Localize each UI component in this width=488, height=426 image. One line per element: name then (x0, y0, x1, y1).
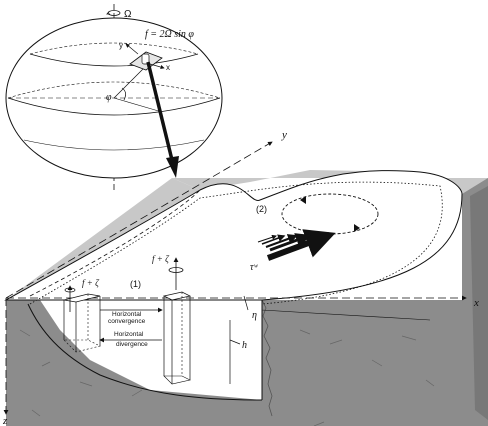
f-zeta-center-label: f + ζ (152, 254, 170, 264)
rotation-center-icon (168, 267, 184, 273)
omega-label: Ω (124, 9, 132, 20)
y-axis-label: y (281, 129, 287, 141)
y-axis (5, 141, 273, 299)
f-zeta-left-label: f + ζ (82, 278, 100, 288)
flow-annotations: Horizontal convergence Horizontal diverg… (99, 307, 163, 348)
globe: Ω φ y x f = 2Ω sin φ (5, 4, 223, 190)
region-2-label: (2) (256, 204, 267, 214)
rotation-left-icon (64, 287, 76, 293)
globe-y-label: y (119, 41, 123, 50)
vortex-column-left: f + ζ (1) (63, 278, 141, 353)
h-label: h (242, 340, 247, 351)
convergence-label-2: convergence (108, 318, 146, 325)
ocean-basin (4, 170, 488, 426)
depth-markers: η h (229, 295, 257, 384)
x-axis-label: x (473, 297, 479, 309)
wind-stress-arrows: τʷ (250, 229, 336, 273)
latitude-label: φ (106, 92, 112, 103)
vertical-vector (146, 61, 174, 161)
convergence-label-1: Horizontal (112, 311, 142, 318)
divergence-label-2: divergence (116, 341, 148, 348)
latitude-arc (121, 87, 126, 101)
eta-label: η (252, 310, 257, 321)
z-axis-label: z (2, 415, 8, 426)
divergence-label-1: Horizontal (114, 331, 144, 338)
wind-stress-label: τʷ (250, 262, 259, 273)
region-1-label: (1) (130, 279, 141, 289)
globe-x-label: x (166, 63, 170, 72)
coriolis-formula: f = 2Ω sin φ (145, 29, 194, 40)
vortex-column-center: f + ζ (152, 254, 192, 385)
